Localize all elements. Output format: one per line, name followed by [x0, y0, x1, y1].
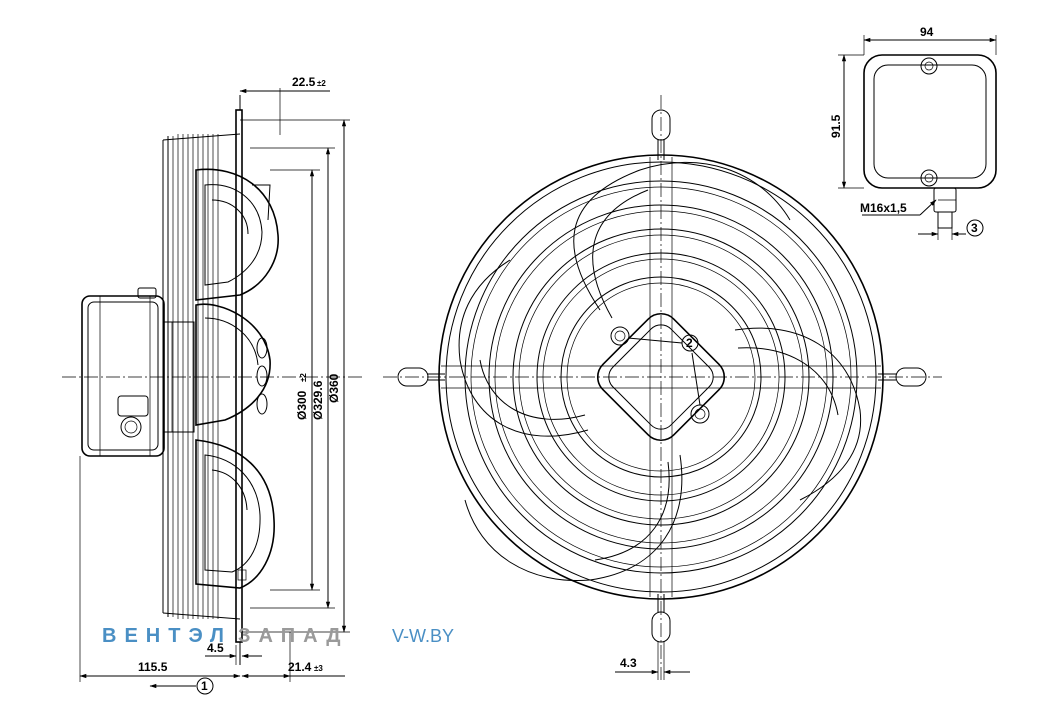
blades-front — [458, 161, 862, 582]
terminal-box-side — [81, 287, 165, 457]
callout-1: 1 — [201, 679, 208, 693]
dim-flange-thickness: 4.5 — [207, 641, 224, 655]
dim-guard-depth: 21.4 — [288, 660, 312, 674]
dim-box-width: 94 — [920, 25, 934, 39]
guard-rings — [438, 154, 884, 600]
hub-square — [596, 312, 726, 442]
dim-dia-300-tol: ±2 — [299, 373, 308, 382]
front-view: 2 4.3 — [383, 95, 942, 680]
callout-3: 3 — [971, 221, 978, 235]
flange-plate — [235, 95, 243, 665]
watermark-brand-blue: ВЕНТЭЛ — [102, 625, 232, 647]
callout-2: 2 — [686, 336, 693, 350]
dim-flange-offset: 22.5 — [292, 75, 316, 89]
dim-dia-329: Ø329.6 — [311, 380, 325, 420]
watermark-brand-gray: ЗАПАД — [238, 625, 349, 647]
side-view: 22.5 ±2 Ø300 ±2 Ø329.6 Ø360 115.5 4.5 — [62, 75, 365, 695]
dim-slot-width: 4.3 — [620, 656, 637, 670]
blades-side — [195, 168, 279, 589]
dim-flange-offset-tol: ±2 — [317, 79, 326, 88]
dim-cable-gland: M16x1,5 — [860, 201, 907, 215]
watermark-site: V-W.BY — [392, 626, 454, 646]
dim-guard-depth-tol: ±3 — [314, 664, 323, 673]
dim-depth-total: 115.5 — [138, 660, 168, 674]
watermark: ВЕНТЭЛ ЗАПАД V-W.BY — [102, 625, 454, 647]
dim-dia-360: Ø360 — [327, 373, 341, 403]
dim-box-height: 91.5 — [829, 114, 843, 138]
terminal-box-detail: 94 91.5 M16x1,5 3 — [829, 25, 997, 240]
mounting-lugs — [397, 109, 927, 643]
dim-dia-300: Ø300 — [295, 390, 309, 420]
guard-ribs-side — [162, 133, 241, 620]
